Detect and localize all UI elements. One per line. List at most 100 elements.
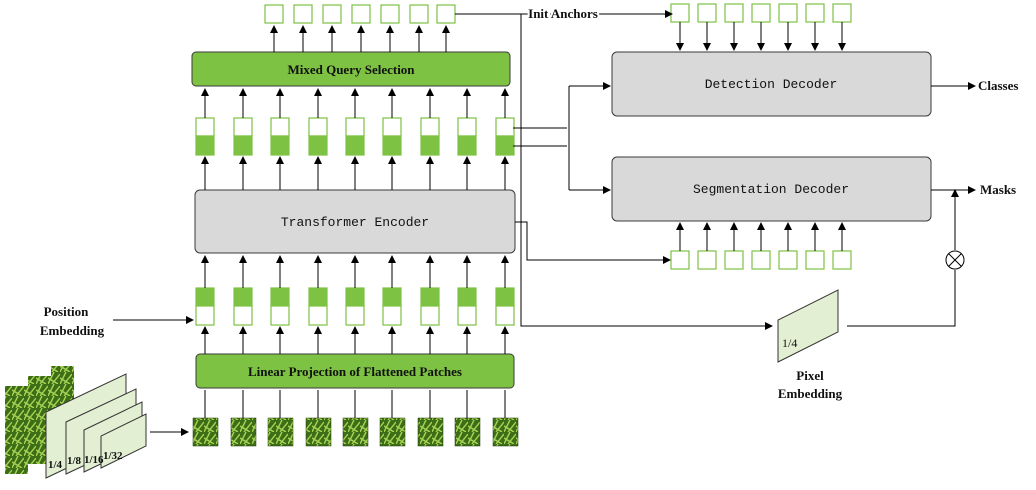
init-anchors-label: Init Anchors [528,6,598,21]
position-embedding-label-2: Embedding [40,323,105,338]
encoded-token-bottom [233,135,253,156]
embedded-token-top [270,287,290,307]
segmentation-query-token [670,250,690,270]
segmentation-query-tokens [670,222,852,270]
embedded-token-top [457,287,477,307]
query-token [409,4,429,24]
embedded-token-top [195,287,215,307]
image-patch [492,417,519,447]
scale-label-1-32: 1/32 [103,450,123,462]
query-token [436,4,456,24]
embedded-token-bottom [308,305,328,326]
encoded-token-bottom [457,135,477,156]
encoded-token-top [233,117,253,137]
encoded-token-top [457,117,477,137]
encoded-token-bottom [195,135,215,156]
query-token [351,4,371,24]
transformer-encoder-label: Transformer Encoder [281,215,429,230]
detection-query-token [751,3,771,23]
embedded-token-bottom [495,305,515,326]
pixel-to-multiply [847,270,956,327]
embedded-tokens [195,255,515,354]
encoded-token-bottom [270,135,290,156]
image-patch [454,417,481,447]
detection-decoder-box [611,51,932,117]
embedded-token-bottom [382,305,402,326]
anchor-bus-line [520,14,773,330]
embedded-token-bottom [233,305,253,326]
segmentation-decoder-box [611,156,932,222]
segmentation-query-token [778,250,798,270]
encoded-token-top [308,117,328,137]
encoded-token-bottom [420,135,440,156]
detection-decoder-label: Detection Decoder [705,77,838,92]
query-tokens-top [264,4,456,52]
detection-query-token [670,3,690,23]
segmentation-query-token [724,250,744,270]
detection-query-token [778,3,798,23]
scale-label-1-4: 1/4 [48,459,63,471]
encoded-token-bottom [308,135,328,156]
classes-label: Classes [978,78,1018,93]
encoder-to-seg-queries [515,221,671,264]
linear-projection-label: Linear Projection of Flattened Patches [248,364,462,379]
detection-query-token [697,3,717,23]
connectors [113,10,976,436]
embedded-token-bottom [195,305,215,326]
scale-label-1-8: 1/8 [67,455,82,467]
embedded-token-top [420,287,440,307]
scale-label-1-16: 1/16 [84,454,104,466]
encoded-token-bottom [382,135,402,156]
query-token [264,4,284,24]
pixel-scale-label: 1/4 [782,336,797,350]
embedded-token-bottom [345,305,365,326]
embedded-token-top [382,287,402,307]
position-embedding-label-1: Position [44,304,90,319]
query-token [380,4,400,24]
segmentation-decoder-label: Segmentation Decoder [693,182,849,197]
embedded-token-top [495,287,515,307]
embedded-token-bottom [457,305,477,326]
pixel-embedding-shape [777,289,839,363]
pixel-embedding-label-2: Embedding [778,386,843,401]
embedded-token-top [345,287,365,307]
image-patches [192,390,519,447]
image-patch [267,417,294,447]
detection-query-tokens [670,3,852,51]
encoded-token-top [195,117,215,137]
query-token [293,4,313,24]
encoded-token-top [345,117,365,137]
image-patch [379,417,406,447]
image-patch [230,417,257,447]
detection-query-token [724,3,744,23]
segmentation-query-token [832,250,852,270]
segmentation-query-token [751,250,771,270]
encoded-token-top [382,117,402,137]
embedded-token-bottom [270,305,290,326]
masks-label: Masks [980,182,1016,197]
embedded-token-top [308,287,328,307]
feature-map-1-32 [100,413,147,469]
image-patch [342,417,369,447]
encoded-token-top [495,117,515,137]
encoded-tokens [195,88,515,190]
multiscale-features: 1/4 1/8 1/16 1/32 [5,366,147,479]
embedded-token-top [233,287,253,307]
encoded-token-bottom [345,135,365,156]
encoded-token-top [270,117,290,137]
image-patch [192,417,219,447]
detection-query-token [832,3,852,23]
segmentation-query-token [805,250,825,270]
multiply-icon [945,250,965,270]
image-patch [417,417,444,447]
mixed-query-selection-box [191,51,511,87]
encoded-token-top [420,117,440,137]
pixel-embedding-label-1: Pixel [796,368,824,383]
segmentation-query-token [697,250,717,270]
query-token [322,4,342,24]
image-patch [305,417,332,447]
encoded-token-bottom [495,135,515,156]
embedded-token-bottom [420,305,440,326]
detection-query-token [805,3,825,23]
mixed-query-selection-label: Mixed Query Selection [287,62,415,77]
